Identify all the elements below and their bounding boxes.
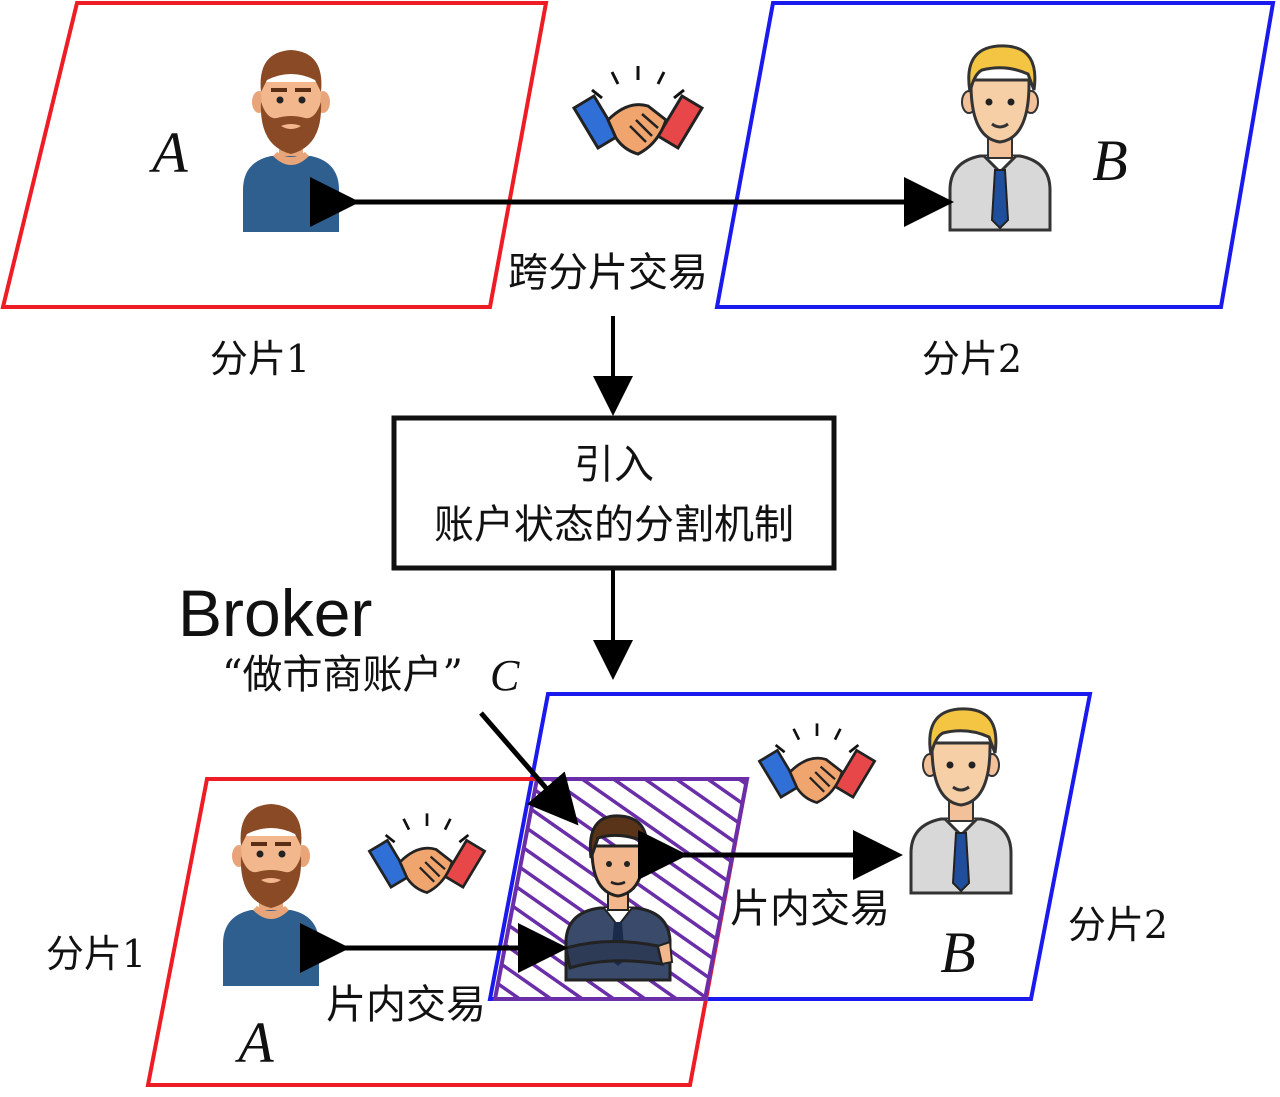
bottom-shard2-label: 分片2 (1068, 903, 1168, 947)
broker-title: Broker (178, 576, 372, 650)
intra-tx-label-right: 片内交易 (730, 886, 890, 932)
bottom-shard2-region (487, 692, 1093, 1001)
mechanism-line1: 引入 (574, 442, 654, 488)
bottom-account-a-label: A (234, 1010, 274, 1075)
bottom-account-b-label: B (940, 920, 975, 985)
handshake-icon (758, 722, 876, 804)
bearded-man-icon (221, 802, 321, 988)
mechanism-line2: 账户状态的分割机制 (434, 502, 794, 548)
mechanism-box (391, 415, 837, 571)
top-shard1-label: 分片1 (210, 337, 310, 381)
top-account-a-label: A (148, 120, 188, 185)
cross-shard-tx-label: 跨分片交易 (508, 250, 708, 296)
handshake-icon (368, 812, 486, 894)
bearded-man-icon (241, 48, 341, 234)
broker-subtitle: “做市商账户” (222, 652, 463, 698)
top-shard1-region (0, 1, 549, 309)
blond-man-icon (948, 44, 1052, 232)
blond-man-icon (909, 707, 1013, 895)
bottom-shard1-label: 分片1 (46, 932, 146, 976)
top-shard2-label: 分片2 (922, 337, 1022, 381)
handshake-icon (572, 64, 704, 156)
broker-account-c: C (490, 651, 520, 700)
broker-pointer-arrow (479, 711, 579, 826)
top-account-b-label: B (1092, 128, 1127, 193)
intra-tx-label-left: 片内交易 (326, 982, 486, 1028)
